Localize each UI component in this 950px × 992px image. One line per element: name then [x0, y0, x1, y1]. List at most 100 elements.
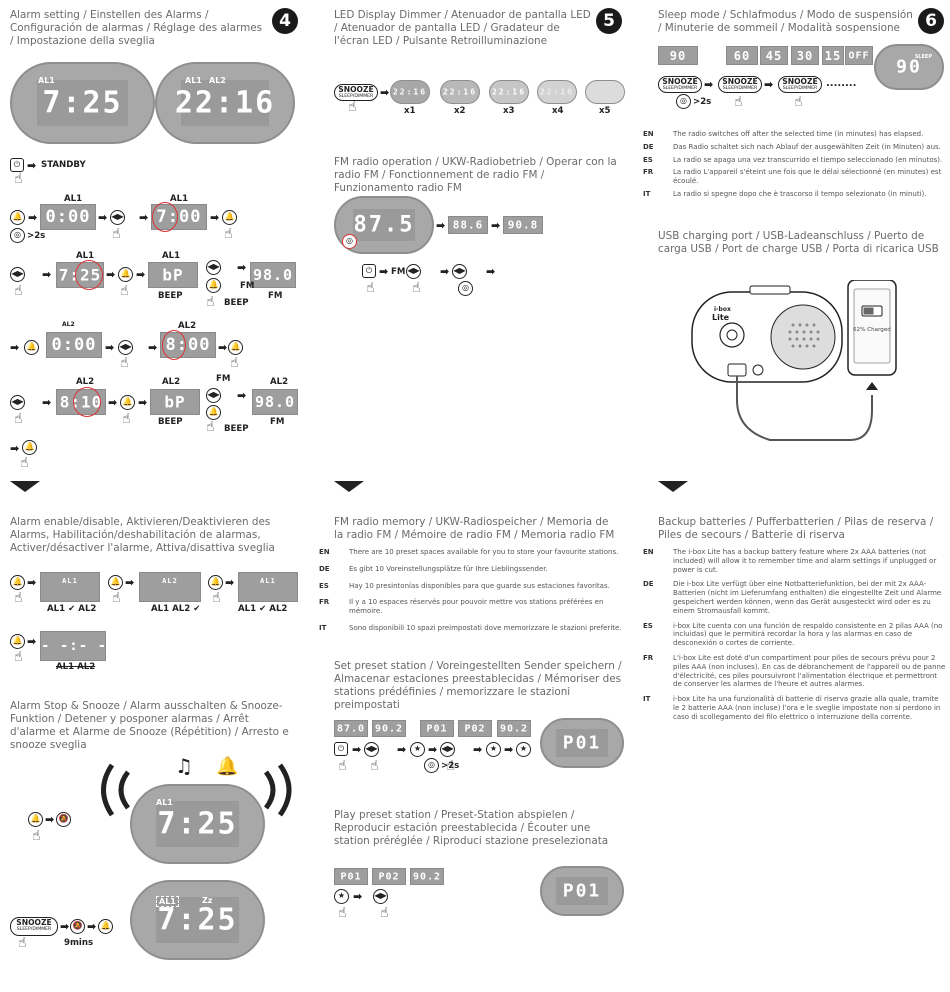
- al1-label: AL1: [162, 251, 181, 261]
- al1-label: AL1: [64, 194, 83, 204]
- display-870: 87.0: [334, 720, 368, 737]
- display-886: 88.6: [448, 216, 488, 234]
- arrow-icon: ➡: [45, 813, 55, 826]
- dial-icon: ◎: [424, 758, 439, 773]
- display-0000: 0:00: [40, 204, 96, 230]
- x4-label: x4: [552, 106, 564, 116]
- prev-next-icon: ◀▶: [10, 267, 25, 282]
- hand-icon: ☝: [734, 94, 743, 110]
- hour-highlight-ring: [152, 202, 178, 232]
- display-fm-980: 98.0: [250, 262, 296, 288]
- bell-icon: 🔔: [10, 210, 25, 225]
- arrow-icon: ➡: [27, 576, 37, 589]
- minute-highlight-ring: [75, 260, 103, 290]
- arrow-icon: ➡: [491, 219, 501, 232]
- clock-time: 22:16: [174, 85, 276, 121]
- x5-label: x5: [599, 106, 611, 116]
- minute-highlight-ring: [73, 387, 101, 417]
- beep-label: BEEP: [224, 424, 249, 434]
- al2-label: AL2: [162, 377, 181, 387]
- display-sleep-30: 30: [791, 46, 819, 65]
- snooze-display: AL1 Zz 7:25: [130, 880, 265, 960]
- display-al1-al2: AL1: [238, 572, 298, 602]
- al1-tag: AL1: [156, 798, 173, 807]
- arrow-icon: ➡: [352, 743, 362, 756]
- arrow-icon: ➡: [60, 920, 70, 933]
- display-p01-blink: P01: [420, 720, 454, 737]
- down-arrow-icon: [10, 481, 40, 492]
- hand-icon: ☝: [206, 294, 215, 310]
- hand-icon: ☝: [380, 905, 389, 921]
- arrow-icon: ➡: [440, 265, 450, 278]
- standby-label: STANDBY: [41, 160, 86, 170]
- hand-icon: ☝: [32, 828, 41, 844]
- clock-display-al1: AL1 7:25: [10, 62, 155, 144]
- arrow-icon: ➡: [125, 576, 135, 589]
- usb-title: USB charging port / USB-Ladeanschluss / …: [658, 230, 939, 255]
- dimmer-level-2: 22:16: [440, 80, 480, 104]
- hand-icon: ☝: [20, 455, 29, 471]
- star-icon: ★: [486, 742, 501, 757]
- fm-dial-icon: ◎: [342, 234, 357, 249]
- star-icon: ★: [410, 742, 425, 757]
- down-arrow-icon: [334, 481, 364, 492]
- alarm-ringing-display: AL1 7:25: [130, 784, 265, 864]
- dimmer-level-off: [585, 80, 625, 104]
- hand-icon: ☝: [18, 935, 27, 951]
- al2-enabled-label: AL1 AL2 ✔: [151, 604, 201, 614]
- arrow-icon: ➡: [42, 268, 52, 281]
- page-number-4: 4: [272, 8, 298, 34]
- beep-label: BEEP: [158, 417, 183, 427]
- hand-icon: ☝: [230, 355, 239, 371]
- hand-icon: ☝: [14, 283, 23, 299]
- power-icon: ⏻: [362, 264, 376, 278]
- dial-icon: ◎: [458, 281, 473, 296]
- prev-next-icon: ◀▶: [110, 210, 125, 225]
- hand-icon: ☝: [348, 99, 357, 115]
- prev-next-icon: ◀▶: [373, 889, 388, 904]
- prev-next-icon: ◀▶: [364, 742, 379, 757]
- page-number-5: 5: [596, 8, 622, 34]
- display-sleep-15: 15: [822, 46, 844, 65]
- star-icon: ★: [334, 889, 349, 904]
- fm-label: FM: [268, 291, 283, 301]
- al2-label: AL2: [62, 321, 75, 328]
- hand-icon: ☝: [412, 280, 421, 296]
- sleep-display: SLEEP 90: [874, 44, 944, 90]
- backup-title: Backup batteries / Pufferbatterien / Pil…: [658, 516, 934, 541]
- arrow-icon: ➡: [218, 341, 228, 354]
- bell-icon: 🔔: [10, 575, 25, 590]
- sound-waves-left-icon: [101, 763, 131, 817]
- bell-icon: 🔔: [206, 278, 221, 293]
- arrow-icon: ➡: [27, 159, 37, 172]
- arrow-icon: ➡: [10, 341, 20, 354]
- display-902: 90.2: [372, 720, 406, 737]
- display-al2: AL2: [139, 572, 201, 602]
- dial-icon: ◎: [676, 94, 691, 109]
- alarms-disabled-label: AL1 AL2: [56, 662, 96, 672]
- dimmer-level-3: 22:16: [489, 80, 529, 104]
- hand-icon: ☝: [122, 411, 131, 427]
- led-dimmer-title: LED Display Dimmer / Atenuador de pantal…: [334, 9, 591, 47]
- hand-icon: ☝: [112, 590, 121, 606]
- hold-2s-label: >2s: [693, 97, 712, 107]
- display-beep: bP: [150, 389, 200, 415]
- bell-icon: 🔔: [98, 919, 113, 934]
- al2-tag: AL2: [209, 76, 226, 85]
- bell-icon: 🔔: [108, 575, 123, 590]
- prev-next-icon: ◀▶: [206, 388, 221, 403]
- display-p01: P01: [334, 868, 368, 885]
- al2-label: AL2: [76, 377, 95, 387]
- sound-waves-right-icon: [263, 763, 292, 817]
- clock-time: 7:25: [42, 85, 123, 121]
- music-notes-icon: ♫: [175, 754, 193, 778]
- arrow-icon: ➡: [486, 265, 496, 278]
- display-sleep-90: 90: [658, 46, 698, 65]
- bell-icon: 🔔: [24, 340, 39, 355]
- hand-icon: ☝: [14, 171, 23, 187]
